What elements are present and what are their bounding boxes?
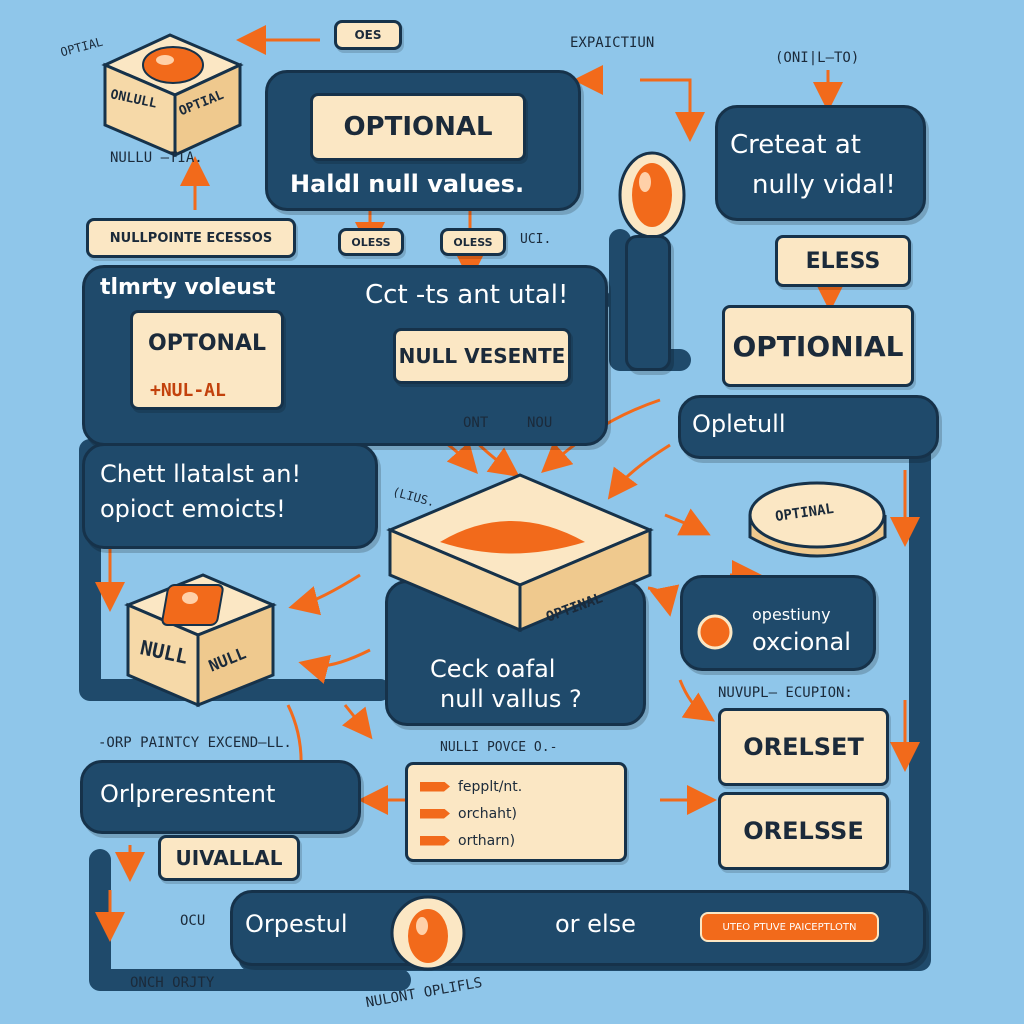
check-objects-panel	[82, 443, 378, 549]
expaction-label: EXPAICTIUN	[570, 35, 655, 51]
opestiuny-line1: opestiuny	[752, 605, 831, 624]
exception-pill[interactable]: UTEO PTUVE PAICEPTLOTN	[700, 912, 879, 942]
tasty-values-header: tlmrty voleust	[100, 275, 276, 300]
optonal-sub-label: +NUL-AL	[150, 380, 226, 401]
or-else-text: or else	[555, 910, 636, 938]
tasty-values-title: Cct -ts ant utal!	[365, 280, 569, 310]
check-objects-line1: Chett llatalst an!	[100, 460, 302, 488]
list-item-text: ortharn)	[458, 832, 516, 849]
list-item-text: orchaht)	[458, 805, 517, 822]
list-item: orchaht)	[420, 800, 612, 827]
arrow-bullet-icon	[420, 835, 450, 846]
null-cube-icon	[124, 573, 277, 708]
check-objects-line2: opioct emoicts!	[100, 495, 286, 523]
oes-tag: OES	[334, 20, 402, 50]
eless-tag[interactable]: ELESS	[775, 235, 911, 287]
nuvupl-label: NUVUPL— ECUPION:	[718, 685, 853, 701]
opletull-panel	[678, 395, 939, 459]
optional-box-icon	[386, 473, 654, 633]
ocu-label: OCU	[180, 913, 206, 929]
uc-label: UCI.	[520, 232, 552, 247]
list-item: ortharn)	[420, 827, 612, 854]
check-optional-line1: Ceck oafal	[430, 655, 556, 683]
list-item-text: fepplt/nt.	[458, 778, 523, 795]
null-egg-icon	[618, 151, 686, 239]
opletull-text: Opletull	[692, 410, 786, 438]
orelsse-tag[interactable]: ORELSSE	[718, 792, 889, 870]
onll-to-label: (ONI|L—TO)	[775, 50, 860, 66]
orlpresent-panel	[80, 760, 361, 834]
opestiuny-line2: oxcional	[752, 628, 851, 656]
create-nullable-panel	[715, 105, 926, 221]
arrow-bullet-icon	[420, 781, 450, 792]
orelset-tag[interactable]: ORELSET	[718, 708, 889, 786]
check-optional-line2: null vallus ?	[440, 685, 582, 713]
optional-tag-top: OPTIONAL	[310, 93, 526, 161]
orp-paintcy-label: -ORP PAINTCY EXCEND—LL.	[98, 735, 292, 751]
null-vesente-tag[interactable]: NULL VESENTE	[393, 328, 571, 384]
egg-stand-pipe	[625, 235, 671, 371]
orlpresent-text: Orlpreresntent	[100, 780, 276, 808]
uivallal-tag[interactable]: UIVALLAL	[158, 835, 300, 881]
onch-orty-label: ONCH ORJTY	[130, 975, 215, 991]
arrow-bullet-icon	[420, 808, 450, 819]
orange-dot-icon	[697, 614, 733, 650]
list-item: fepplt/nt.	[420, 773, 612, 800]
create-nullable-line1: Creteat at	[730, 130, 861, 160]
nulli-povce-label: NULLI POVCE O.-	[440, 740, 558, 755]
optionial-tag[interactable]: OPTIONIAL	[722, 305, 914, 387]
create-nullable-line2: nully vidal!	[752, 170, 896, 200]
ont-label: ONT	[463, 415, 489, 431]
nou-label: NOU	[527, 415, 553, 431]
optional-disk-icon	[748, 481, 887, 558]
optional-cube-icon	[101, 33, 244, 158]
bottom-egg-icon	[390, 895, 466, 971]
else-tag-1: OLESS	[338, 228, 404, 256]
nullu-tia-label: NULLU —TIA.	[110, 150, 203, 166]
orpestul-text: Orpestul	[245, 910, 348, 938]
optonal-tag[interactable]: OPTONAL	[130, 310, 284, 410]
else-tag-2: OLESS	[440, 228, 506, 256]
nulont-oplifls-label: NULONT OPLIFLS	[364, 974, 484, 1012]
handle-null-text: Haldl null values.	[290, 170, 525, 198]
nullpointer-tag: NULLPOINTE ECESSOS	[86, 218, 296, 258]
list-card: fepplt/nt. orchaht) ortharn)	[405, 762, 627, 862]
